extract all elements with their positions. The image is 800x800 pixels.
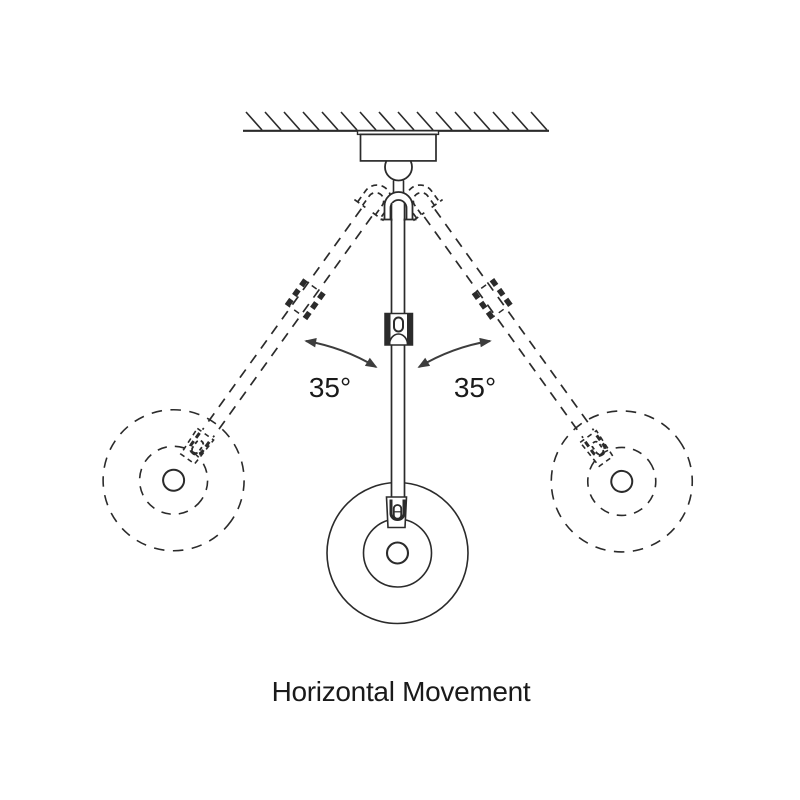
- rod-coupler-dashed-right: [471, 278, 513, 320]
- coupler-pin: [393, 316, 404, 333]
- lamp-dashed-left: [102, 408, 245, 552]
- fork-hanger: [380, 180, 417, 221]
- ceiling-canopy: [356, 130, 440, 162]
- rod-coupler: [384, 312, 414, 346]
- rod-coupler-dashed-left: [284, 278, 326, 321]
- diagram-caption: Horizontal Movement: [272, 676, 531, 707]
- ceiling-hatch-lines: [245, 111, 548, 131]
- lamp-dashed-right: [550, 410, 694, 553]
- lamp-clevis: [385, 496, 408, 529]
- lamp-center-circle: [385, 541, 410, 565]
- swing-arrows: [304, 337, 492, 368]
- lamp-clevis-dashed-right: [579, 429, 615, 468]
- lamp-middle-circle: [362, 518, 433, 588]
- angle-label-left: 35°: [309, 372, 351, 403]
- angle-label-right: 35°: [454, 372, 496, 403]
- swung-position-right: [405, 184, 694, 553]
- pendant-rod: [390, 201, 406, 499]
- swing-arrow-left: [304, 338, 378, 368]
- ceiling: [243, 111, 549, 132]
- rod-dashed-right: [423, 208, 595, 439]
- lamp-clevis-dashed-left: [179, 427, 215, 466]
- swing-arrow-right: [417, 337, 492, 368]
- pendant-current-position: [326, 180, 469, 625]
- swung-position-left: [102, 184, 392, 552]
- rod-dashed-left: [201, 208, 373, 438]
